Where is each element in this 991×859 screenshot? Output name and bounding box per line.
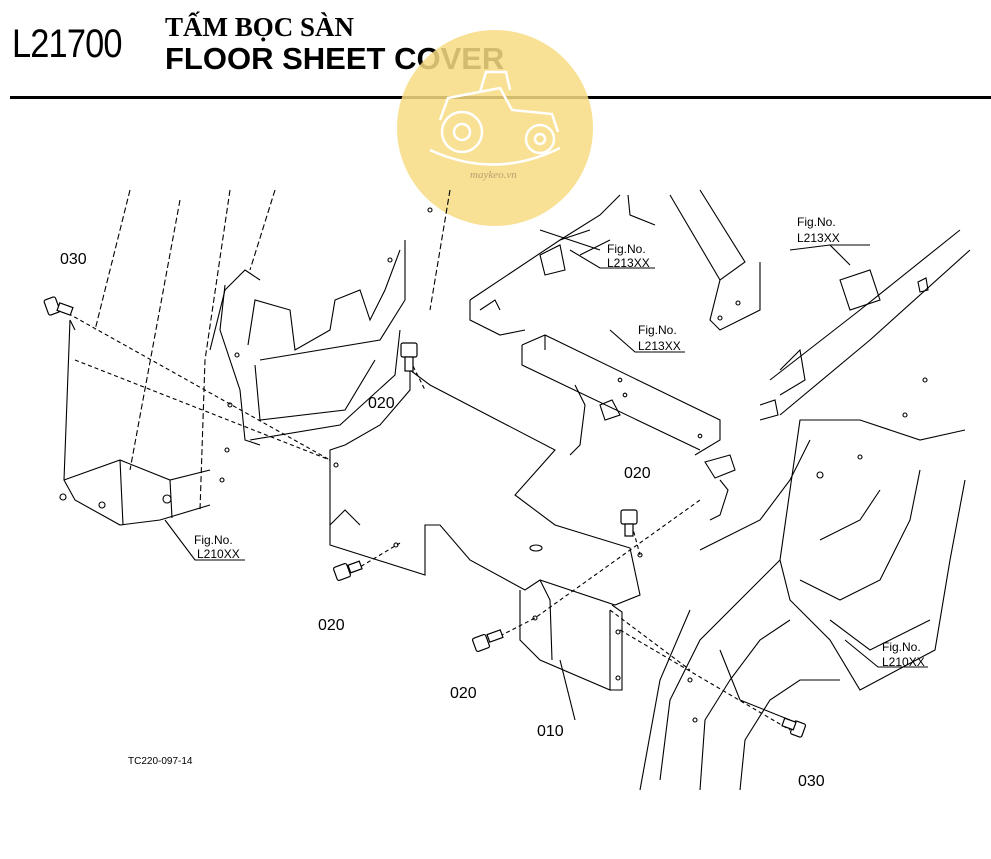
part-label-030-top: 030 xyxy=(60,251,87,268)
bolt-020-bottom xyxy=(471,629,504,653)
svg-text:Fig.No.: Fig.No. xyxy=(882,640,921,654)
svg-text:L210XX: L210XX xyxy=(197,547,240,561)
svg-text:L213XX: L213XX xyxy=(797,231,840,245)
fig-ref-l210-right: Fig.No. L210XX xyxy=(882,640,925,669)
watermark-text: maykeo.vn xyxy=(470,169,517,181)
watermark-logo: maykeo.vn xyxy=(397,30,593,226)
svg-text:Fig.No.: Fig.No. xyxy=(797,215,836,229)
section-code: L21700 xyxy=(12,22,122,66)
bolt-020-upper xyxy=(400,342,418,372)
title-vietnamese: TẤM BỌC SÀN xyxy=(165,12,355,42)
fig-ref-l213-a: Fig.No. L213XX xyxy=(607,242,650,270)
bolt-020-left xyxy=(332,560,363,582)
drawing-code: TC220-097-14 xyxy=(128,756,193,767)
part-label-020-c: 020 xyxy=(318,617,345,634)
fig-ref-l213-b: Fig.No. L213XX xyxy=(638,323,681,353)
part-label-010: 010 xyxy=(537,723,564,740)
svg-text:Fig.No.: Fig.No. xyxy=(638,323,677,337)
svg-text:L210XX: L210XX xyxy=(882,655,925,669)
fig-ref-l210-left: Fig.No. L210XX xyxy=(194,533,240,561)
svg-text:L213XX: L213XX xyxy=(638,339,681,353)
tractor-icon xyxy=(429,70,561,166)
line-art xyxy=(59,189,971,791)
svg-text:Fig.No.: Fig.No. xyxy=(194,533,233,547)
svg-text:Fig.No.: Fig.No. xyxy=(607,242,646,256)
bolts xyxy=(43,296,807,738)
svg-text:L213XX: L213XX xyxy=(607,256,650,270)
bolt-020-right xyxy=(620,509,638,537)
part-label-030-bottom: 030 xyxy=(798,773,825,790)
bolt-030-bottom xyxy=(781,717,807,738)
part-label-020-b: 020 xyxy=(624,465,651,482)
part-label-020-d: 020 xyxy=(450,685,477,702)
part-label-020-a: 020 xyxy=(368,395,395,412)
fig-ref-l213-c: Fig.No. L213XX xyxy=(797,215,840,245)
bolt-030-top xyxy=(43,296,74,316)
